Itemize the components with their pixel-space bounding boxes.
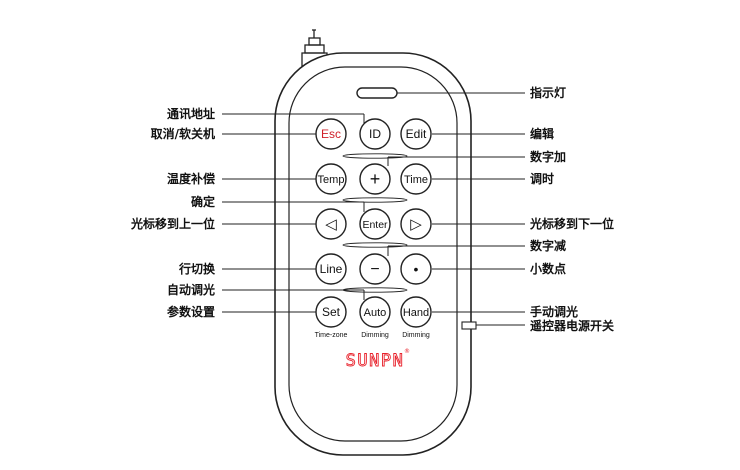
callout-auto-dimming: 自动调光 [167,282,215,297]
hand-button[interactable] [400,296,432,328]
edit-button[interactable] [400,118,432,150]
dot-button[interactable] [400,253,432,285]
left-arrow-icon: ◁ [325,216,337,233]
remote-body-inner [288,66,458,442]
dot-label: • [414,261,419,277]
indicator-light [356,87,398,99]
callout-param-setting: 参数设置 [167,304,215,319]
set-sublabel: Time-zone [315,332,348,339]
hand-label: Hand [403,307,429,319]
callout-decimal-point: 小数点 [530,261,566,276]
callout-comm-address: 通讯地址 [167,106,215,121]
separators [342,153,408,293]
set-button[interactable] [315,296,347,328]
plus-button[interactable] [359,163,391,195]
callout-manual-dimming: 手动调光 [530,304,578,319]
auto-label: Auto [364,307,387,319]
callout-digit-minus: 数字减 [530,238,566,253]
right-arrow-icon: ▷ [410,216,422,233]
callout-edit: 编辑 [529,126,554,141]
temp-button[interactable] [315,163,347,195]
left-arrow-button[interactable] [315,208,347,240]
callout-indicator: 指示灯 [530,85,566,100]
right-arrow-button[interactable] [400,208,432,240]
enter-label: Enter [362,219,388,231]
plus-label: + [370,169,381,189]
auto-sublabel: Dimming [361,332,389,339]
buttons [315,118,432,328]
minus-button[interactable] [359,253,391,285]
callout-line-switch: 行切换 [178,261,216,276]
callout-power-switch: 遥控器电源开关 [530,318,614,333]
callout-adjust-time: 调时 [530,171,554,186]
time-label: Time [404,174,428,186]
callout-confirm: 确定 [191,194,215,209]
line-label: Line [320,262,343,276]
callout-cursor-prev: 光标移到上一位 [130,216,215,231]
line-button[interactable] [315,253,347,285]
brand-logo: SUNPN [346,351,405,371]
edit-label: Edit [406,127,427,141]
id-label: ID [369,127,381,141]
esc-label: Esc [321,127,341,141]
temp-label: Temp [318,174,345,186]
callout-cancel-softoff: 取消/软关机 [151,126,215,141]
power-switch[interactable] [461,321,477,330]
enter-button[interactable] [359,208,391,240]
callout-temp-comp: 温度补偿 [167,171,215,186]
brand-registered-mark: ® [404,348,410,355]
hand-sublabel: Dimming [402,332,430,339]
auto-button[interactable] [359,296,391,328]
esc-button[interactable] [315,118,347,150]
minus-label: − [370,261,379,278]
callout-cursor-next: 光标移到下一位 [529,216,614,231]
set-label: Set [322,305,341,319]
time-button[interactable] [400,163,432,195]
id-button[interactable] [359,118,391,150]
leader-lines [222,92,525,326]
callout-digit-plus: 数字加 [530,149,566,164]
